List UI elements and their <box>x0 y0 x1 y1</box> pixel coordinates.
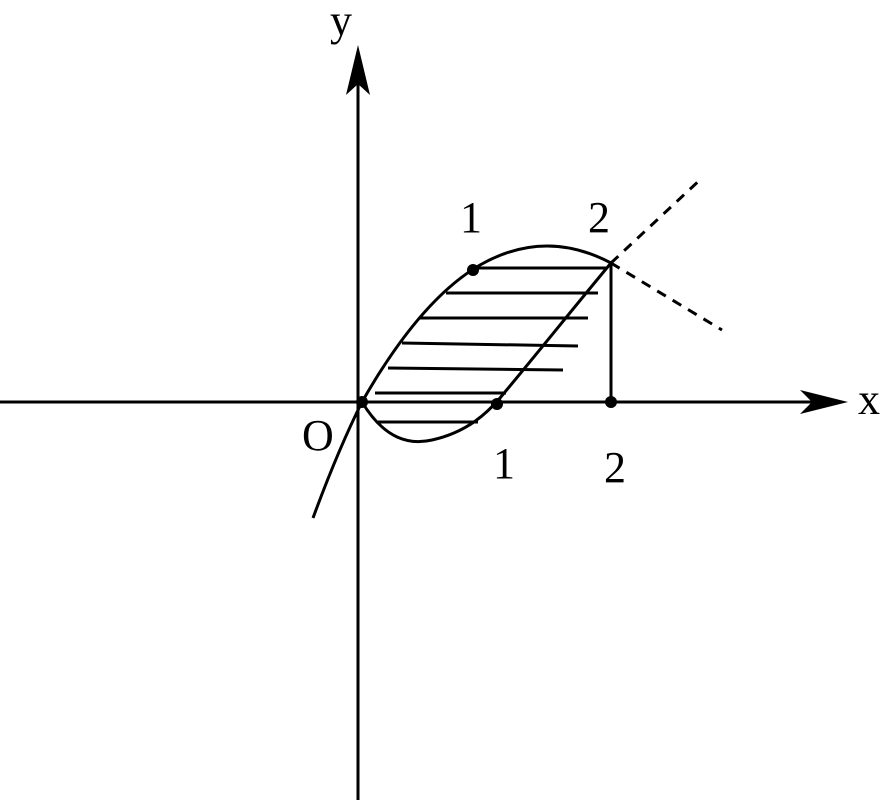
upper-curve-point <box>467 264 479 276</box>
x-intercept-1-point <box>491 398 503 410</box>
x-axis-arrow <box>800 390 848 414</box>
x-tick-2-label: 2 <box>604 443 626 492</box>
intersection-label: 2 <box>588 193 610 242</box>
upper-curve <box>360 244 612 403</box>
hatching <box>375 266 606 424</box>
x-tick-1-label: 1 <box>493 439 515 488</box>
lower-curve <box>311 262 613 519</box>
x-tick-2-point <box>605 396 617 408</box>
dashed-tangent-up <box>609 175 705 265</box>
y-axis-arrow <box>346 45 370 95</box>
x-axis-label: x <box>858 375 880 424</box>
y-axis-label: y <box>330 0 352 45</box>
dashed-tangent-down <box>610 261 723 332</box>
upper-point-label: 1 <box>460 193 482 242</box>
origin-point <box>356 396 368 408</box>
origin-label: O <box>302 411 334 460</box>
